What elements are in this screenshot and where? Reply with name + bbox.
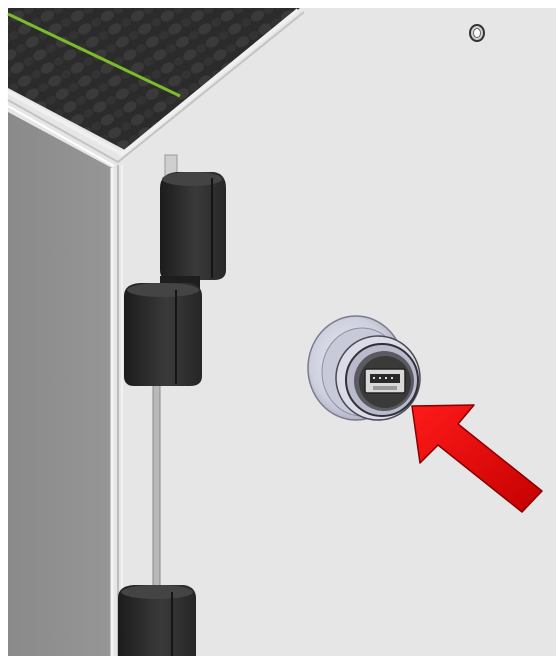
usb-connector-icon: [307, 315, 421, 421]
hinge-block-upper: [160, 172, 226, 280]
pointer-arrow-icon: [411, 404, 543, 513]
solar-panel-stripe: [7, 12, 181, 98]
solar-panel: [8, 8, 300, 150]
hinge-rod: [152, 379, 161, 601]
hinge-block-middle: [124, 276, 202, 386]
hinge-block-lower: [118, 585, 196, 656]
side-wall: [8, 112, 112, 656]
mounting-hole-icon: [469, 24, 485, 42]
